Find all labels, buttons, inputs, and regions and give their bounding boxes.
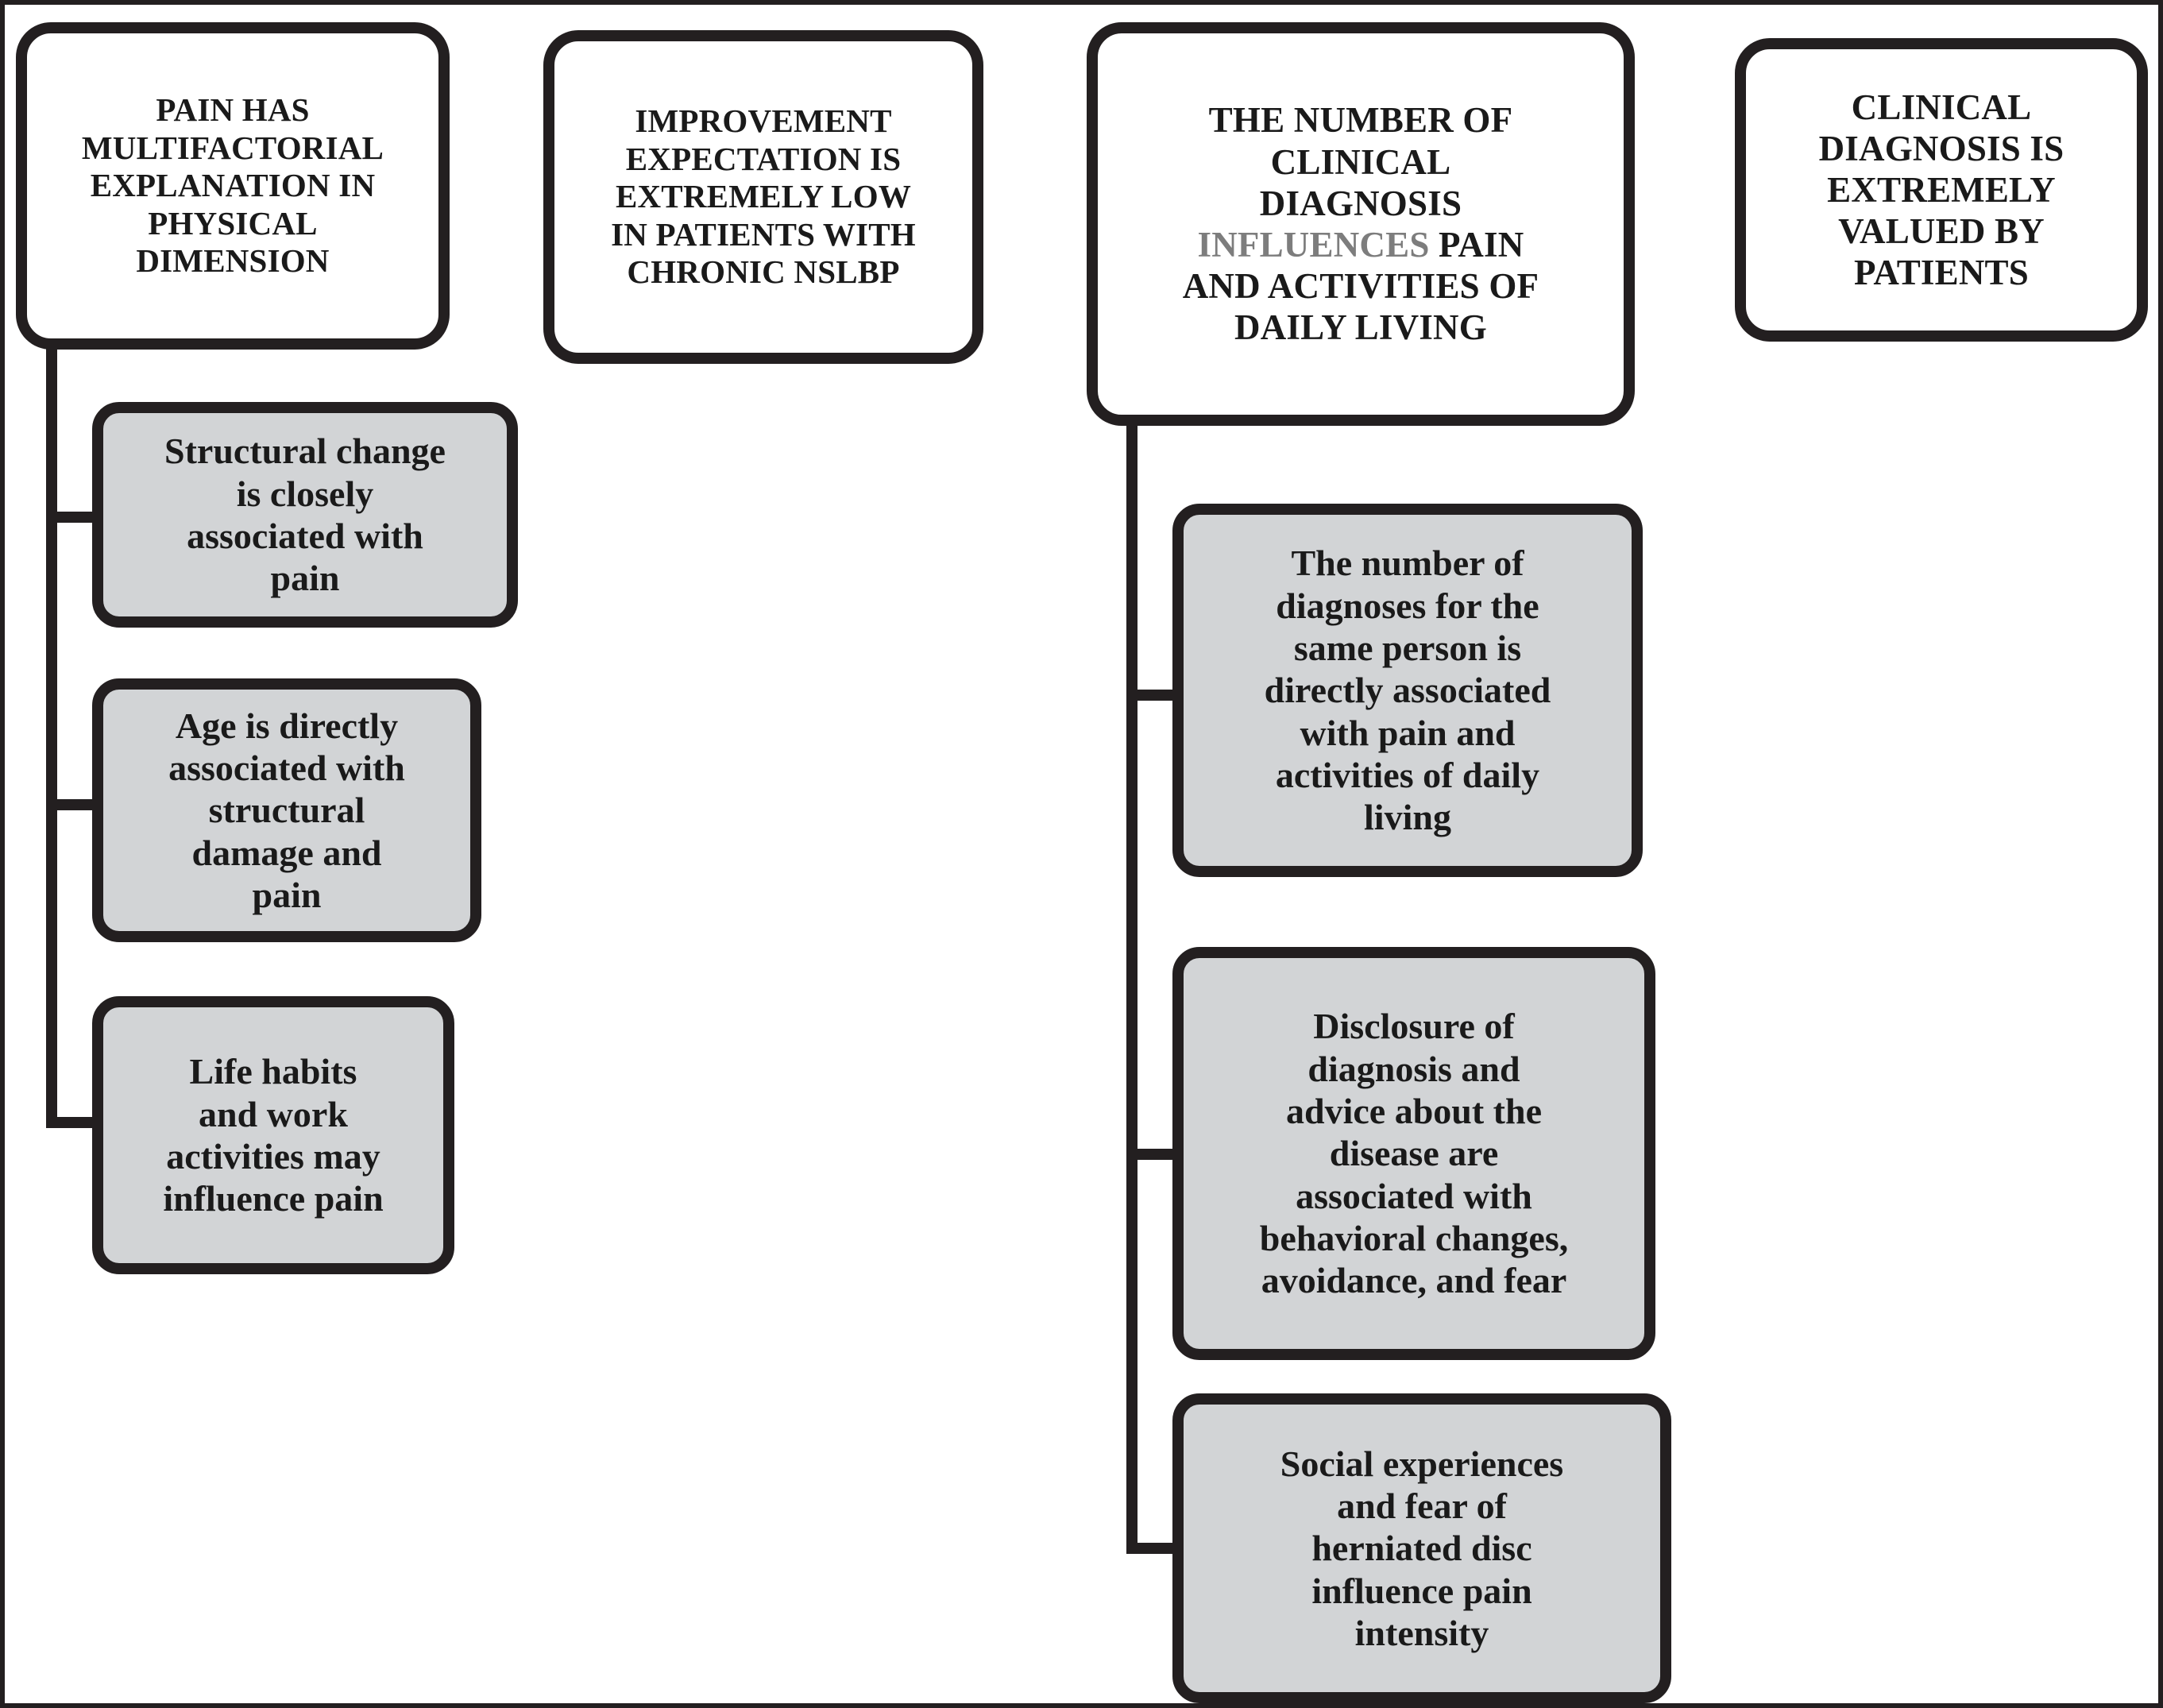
header-text-highlight-influences: INFLUENCES <box>1197 225 1430 265</box>
header-box-clinical-diagnosis-valued[interactable]: CLINICAL DIAGNOSIS IS EXTREMELY VALUED B… <box>1735 38 2148 342</box>
connector-trunk-col1 <box>46 342 57 1128</box>
child-box-life-habits-work-label: Life habits and work activities may infl… <box>163 1051 384 1219</box>
child-box-age-structural-damage[interactable]: Age is directly associated with structur… <box>92 678 481 942</box>
connector-stub-col1-1 <box>46 512 97 523</box>
header-box-pain-multifactorial[interactable]: PAIN HAS MULTIFACTORIAL EXPLANATION IN P… <box>16 22 450 350</box>
child-box-structural-change[interactable]: Structural change is closely associated … <box>92 402 518 628</box>
header-text-before: THE NUMBER OF CLINICAL DIAGNOSIS <box>1208 100 1513 223</box>
child-box-structural-change-label: Structural change is closely associated … <box>164 431 446 599</box>
connector-stub-col3-2 <box>1126 1149 1177 1160</box>
child-box-social-experiences[interactable]: Social experiences and fear of herniated… <box>1172 1393 1671 1703</box>
child-box-disclosure-of-diagnosis-label: Disclosure of diagnosis and advice about… <box>1259 1006 1569 1301</box>
child-box-social-experiences-label: Social experiences and fear of herniated… <box>1280 1443 1564 1654</box>
child-box-disclosure-of-diagnosis[interactable]: Disclosure of diagnosis and advice about… <box>1172 947 1655 1360</box>
header-box-pain-multifactorial-label: PAIN HAS MULTIFACTORIAL EXPLANATION IN P… <box>81 91 384 280</box>
connector-stub-col3-3 <box>1126 1543 1177 1554</box>
child-box-number-of-diagnoses[interactable]: The number of diagnoses for the same per… <box>1172 504 1643 877</box>
connector-trunk-col3 <box>1126 418 1138 1554</box>
header-box-clinical-diagnosis-valued-label: CLINICAL DIAGNOSIS IS EXTREMELY VALUED B… <box>1818 87 2065 293</box>
child-box-life-habits-work[interactable]: Life habits and work activities may infl… <box>92 996 454 1274</box>
header-box-number-of-diagnosis-label: THE NUMBER OF CLINICAL DIAGNOSIS INFLUEN… <box>1172 99 1551 348</box>
child-box-number-of-diagnoses-label: The number of diagnoses for the same per… <box>1264 543 1551 838</box>
header-box-improvement-expectation[interactable]: IMPROVEMENT EXPECTATION IS EXTREMELY LOW… <box>543 30 983 364</box>
header-box-improvement-expectation-label: IMPROVEMENT EXPECTATION IS EXTREMELY LOW… <box>611 102 916 291</box>
header-text-after: PAIN AND ACTIVITIES OF DAILY LIVING <box>1182 225 1539 348</box>
child-box-age-structural-damage-label: Age is directly associated with structur… <box>168 705 405 916</box>
connector-stub-col1-2 <box>46 799 97 810</box>
header-box-number-of-diagnosis[interactable]: THE NUMBER OF CLINICAL DIAGNOSIS INFLUEN… <box>1087 22 1635 426</box>
connector-stub-col1-3 <box>46 1117 97 1128</box>
connector-stub-col3-1 <box>1126 690 1177 701</box>
